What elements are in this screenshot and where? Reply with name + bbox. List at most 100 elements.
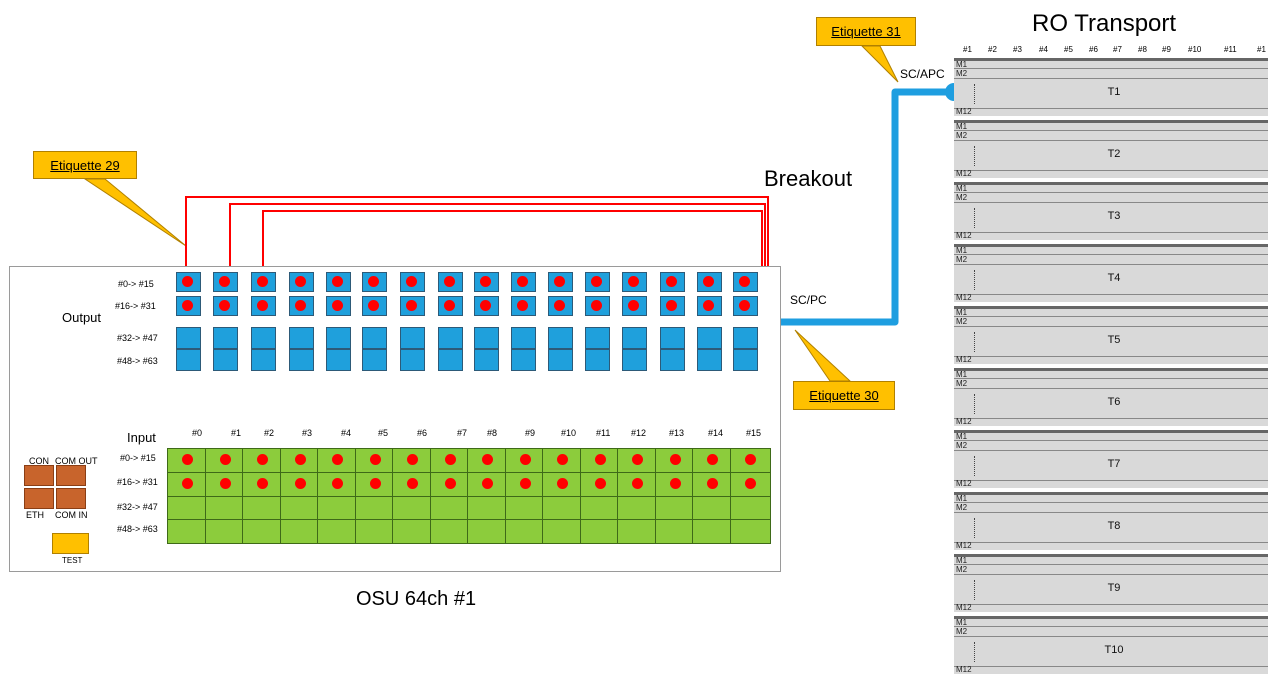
com-in-label: COM IN [55,510,88,520]
tray-module-label: M12 [956,231,972,240]
output-port [697,349,722,371]
com-out-port [56,465,86,486]
input-row-label: #16-> #31 [117,477,158,487]
output-port-indicator [628,300,639,311]
output-port-indicator [257,276,268,287]
output-port-indicator [666,276,677,287]
com-out-label: COM OUT [55,456,98,466]
input-port-indicator [332,454,343,465]
breakout-label: Breakout [764,166,853,191]
tray-module-label: M2 [956,69,968,78]
input-port-indicator [520,478,531,489]
input-port [580,496,618,520]
tray-module-label: M2 [956,255,968,264]
tray-module-label: M2 [956,503,968,512]
tray-body [954,182,1268,240]
tray-label: T6 [1107,396,1121,408]
output-port [213,327,238,349]
tray-ellipsis [974,270,975,290]
output-port-indicator [628,276,639,287]
input-column-label: #15 [746,428,762,438]
tray-divider [954,636,1268,637]
input-port [692,519,731,544]
tray-divider [954,574,1268,575]
output-port-indicator [517,300,528,311]
output-port [622,349,647,371]
input-port-indicator [595,478,606,489]
transport-title: RO Transport [1032,10,1177,37]
transport-column-label: #4 [1039,45,1048,54]
tray-module-label: M1 [956,370,968,379]
output-port-indicator [332,300,343,311]
input-port [542,519,581,544]
tray-module-label: M2 [956,379,968,388]
tray-divider [954,78,1268,79]
tray-divider [954,264,1268,265]
tray-ellipsis [974,456,975,476]
tray-label: T8 [1107,520,1121,532]
output-port [585,349,610,371]
tray-ellipsis [974,146,975,166]
tray-module-label: M2 [956,627,968,636]
output-port [733,327,758,349]
input-port-indicator [745,454,756,465]
tray-body [954,554,1268,612]
output-port-indicator [219,300,230,311]
output-port-indicator [554,276,565,287]
output-port-indicator [480,276,491,287]
tray-module-label: M12 [956,417,972,426]
input-port-indicator [557,454,568,465]
tray-module-label: M2 [956,131,968,140]
input-port-indicator [295,478,306,489]
callout-31-tail [860,45,899,83]
tray-divider [954,192,1268,193]
input-column-label: #9 [525,428,536,438]
tray-module-label: M1 [956,308,968,317]
output-port [251,349,276,371]
output-port [511,349,536,371]
input-column-label: #6 [417,428,428,438]
callout-etiquette-31: Etiquette 31 [816,17,916,46]
tray-label: T2 [1107,148,1121,160]
tray-body [954,244,1268,302]
tray-divider [954,356,1268,357]
input-column-label: #11 [596,428,611,438]
tray-divider [954,502,1268,503]
input-port [242,519,281,544]
input-port [205,519,243,544]
tray-module-label: M12 [956,603,972,612]
output-label: Output [62,310,102,325]
output-port [362,349,387,371]
input-port [617,519,656,544]
tray-label: T5 [1107,334,1121,346]
input-port [167,519,206,544]
output-port [585,327,610,349]
input-port-indicator [407,478,418,489]
input-column-label: #1 [231,428,242,438]
output-port [213,349,238,371]
tray-module-label: M2 [956,441,968,450]
transport-column-label: #11 [1224,45,1237,54]
output-port [400,327,425,349]
tray-body [954,368,1268,426]
input-row-label: #32-> #47 [117,502,158,512]
output-port [400,349,425,371]
tray-label: T4 [1107,272,1121,284]
test-label: TEST [62,556,83,565]
tray-divider [954,68,1268,69]
input-port [505,496,543,520]
input-port-indicator [407,454,418,465]
input-row-label: #0-> #15 [120,453,156,463]
input-port [542,496,581,520]
tray-module-label: M1 [956,494,968,503]
tray-divider [954,450,1268,451]
output-port-indicator [182,300,193,311]
input-port [467,519,506,544]
output-port-indicator [703,300,714,311]
input-port-indicator [632,454,643,465]
input-port-indicator [332,478,343,489]
tray-ellipsis [974,394,975,414]
